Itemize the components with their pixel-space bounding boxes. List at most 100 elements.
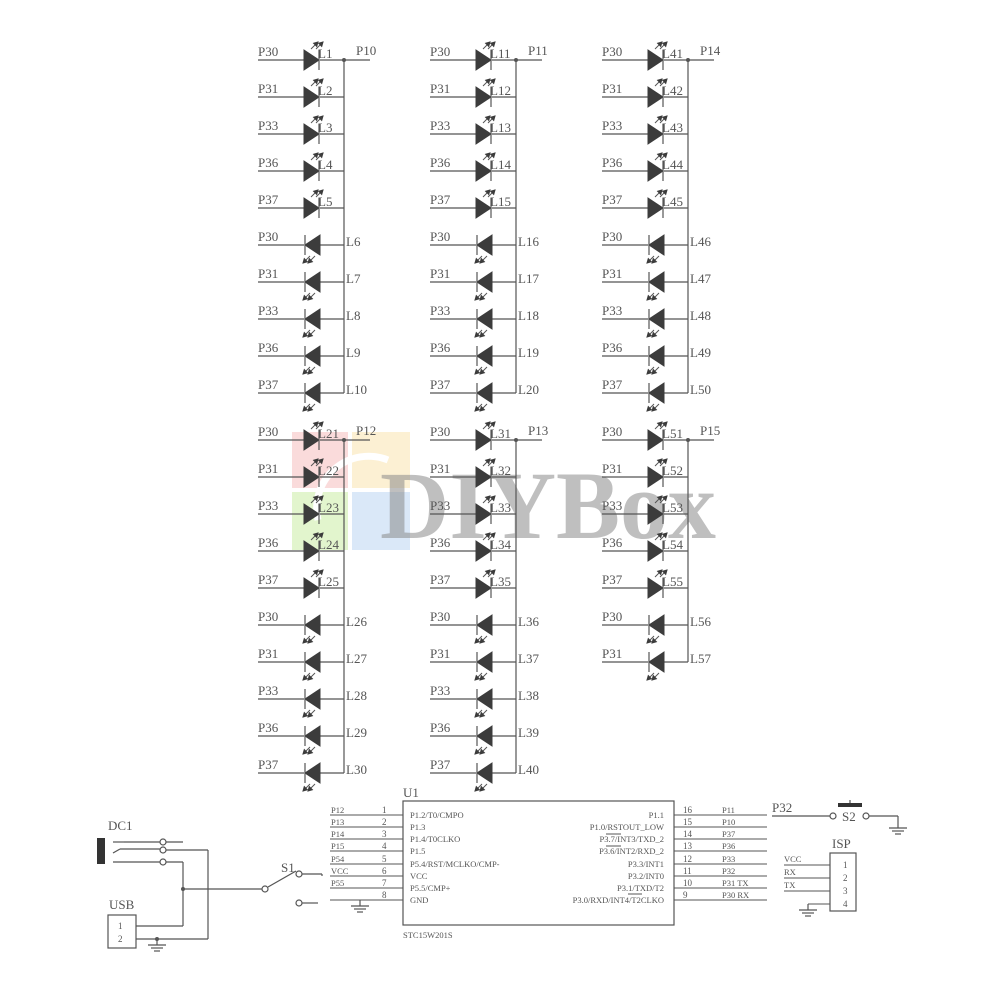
- led-light-arrowhead: [474, 674, 481, 681]
- mcu-pin-function: P3.2/INT0: [628, 871, 664, 881]
- led-ref-label: L21: [318, 426, 339, 441]
- led-light-arrowhead: [484, 41, 491, 48]
- led-anode-triangle: [647, 429, 664, 451]
- led-light-arrowhead: [489, 115, 496, 122]
- led-pin-label: P31: [602, 266, 622, 281]
- mcu-part-label: STC15W201S: [403, 930, 453, 940]
- led-bus-out-label: P14: [700, 43, 721, 58]
- led-pin-label: P36: [430, 720, 451, 735]
- led-ref-label: L11: [490, 46, 510, 61]
- led-light-arrowhead: [307, 368, 314, 375]
- mcu-pin-number: 5: [382, 854, 387, 864]
- led-ref-label: L2: [318, 83, 332, 98]
- usb-body: [107, 914, 137, 949]
- led-light-arrowhead: [312, 189, 319, 196]
- led-light-arrowhead: [646, 257, 653, 264]
- led-light-arrowhead: [307, 331, 314, 338]
- s1-throw-terminal: [295, 899, 303, 907]
- mcu-pin-number: 11: [683, 866, 692, 876]
- led-anode-triangle: [303, 429, 320, 451]
- led-pin-label: P37: [258, 757, 279, 772]
- led-light-arrowhead: [479, 674, 486, 681]
- mcu-pin-number: 16: [683, 805, 693, 815]
- led-pin-label: P37: [258, 192, 279, 207]
- led-ref-label: L57: [690, 651, 711, 666]
- led-anode-triangle: [476, 762, 493, 784]
- led-ref-label: L32: [490, 463, 511, 478]
- mcu-pin-net: P33: [722, 854, 735, 864]
- mcu-body: [402, 800, 675, 926]
- led-light-arrowhead: [484, 152, 491, 159]
- led-anode-triangle: [475, 49, 492, 71]
- s2-plunger: [838, 803, 862, 807]
- led-pin-label: P36: [258, 155, 279, 170]
- led-anode-triangle: [476, 614, 493, 636]
- led-light-arrowhead: [317, 78, 324, 85]
- led-light-arrowhead: [307, 674, 314, 681]
- led-ref-label: L15: [490, 194, 511, 209]
- led-light-arrowhead: [474, 711, 481, 718]
- led-light-arrowhead: [651, 368, 658, 375]
- led-anode-triangle: [475, 540, 492, 562]
- led-light-arrowhead: [302, 368, 309, 375]
- usb-pin-number: 1: [118, 921, 123, 931]
- led-pin-label: P31: [258, 461, 278, 476]
- led-anode-triangle: [647, 466, 664, 488]
- led-pin-label: P33: [430, 303, 450, 318]
- led-light-arrowhead: [661, 189, 668, 196]
- led-ref-label: L7: [346, 271, 361, 286]
- led-light-arrowhead: [302, 405, 309, 412]
- led-light-arrowhead: [317, 532, 324, 539]
- led-light-arrowhead: [661, 495, 668, 502]
- led-pin-label: P30: [430, 44, 450, 59]
- led-light-arrowhead: [479, 748, 486, 755]
- led-anode-triangle: [476, 271, 493, 293]
- mcu-pin-function: P5.4/RST/MCLKO/CMP-: [410, 859, 500, 869]
- led-light-arrowhead: [479, 368, 486, 375]
- led-pin-label: P33: [258, 303, 278, 318]
- led-pin-label: P36: [602, 535, 623, 550]
- mcu-pin-function: P3.0/RXD/INT4/T2CLKO: [573, 895, 664, 905]
- led-pin-label: P30: [258, 44, 278, 59]
- led-ref-label: L40: [518, 762, 539, 777]
- led-ref-label: L12: [490, 83, 511, 98]
- led-anode-triangle: [304, 614, 321, 636]
- led-light-arrowhead: [479, 331, 486, 338]
- led-pin-label: P37: [602, 192, 623, 207]
- mcu-pin-number: 13: [683, 841, 693, 851]
- led-pin-label: P33: [430, 683, 450, 698]
- mcu-pin-function: P3.6/INT2/RXD_2: [599, 846, 664, 856]
- led-ref-label: L48: [690, 308, 711, 323]
- led-ref-label: L16: [518, 234, 539, 249]
- led-light-arrowhead: [656, 78, 663, 85]
- mcu-pin-number: 14: [683, 829, 693, 839]
- mcu-ref-label: U1: [403, 785, 419, 800]
- led-light-arrowhead: [484, 495, 491, 502]
- mcu-pin-number: 12: [683, 854, 692, 864]
- led-anode-triangle: [648, 271, 665, 293]
- mcu-pin-function: GND: [410, 895, 428, 905]
- s1-throw-terminal: [295, 870, 303, 878]
- led-ref-label: L10: [346, 382, 367, 397]
- mcu-pin-net: P15: [331, 841, 344, 851]
- led-ref-label: L34: [490, 537, 511, 552]
- led-light-arrowhead: [646, 637, 653, 644]
